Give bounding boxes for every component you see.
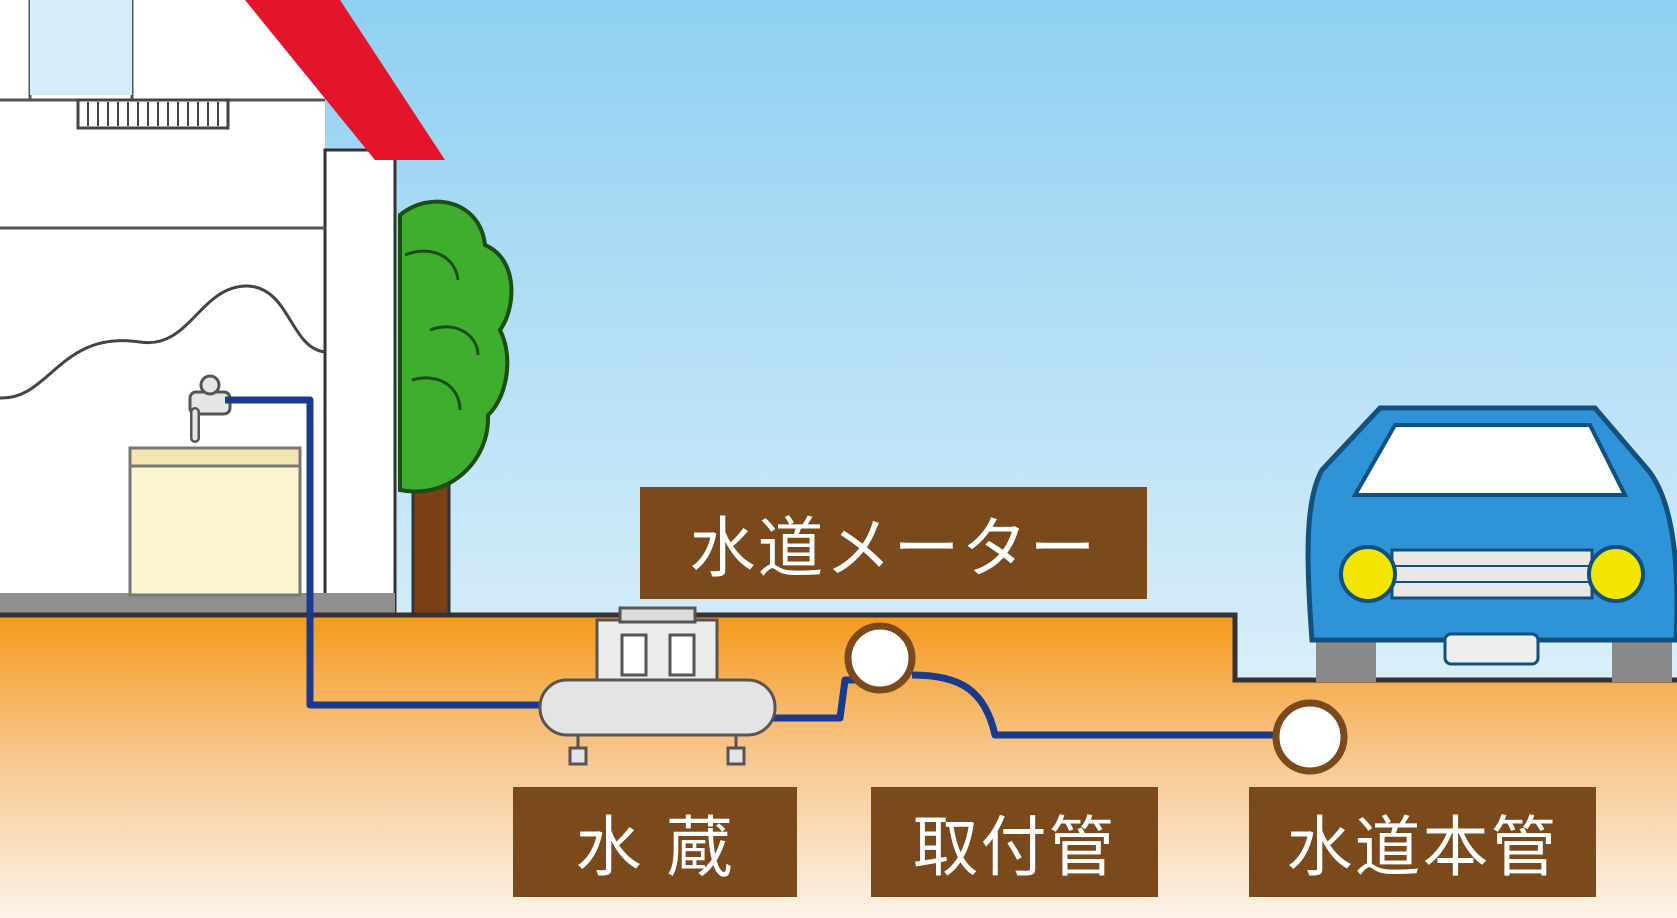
water-main-label: 水道本管 xyxy=(1249,787,1596,897)
service-pipe-text: 取付管 xyxy=(912,809,1117,886)
service-pipe-label: 取付管 xyxy=(871,787,1158,897)
water-main-text: 水道本管 xyxy=(1286,809,1559,886)
tree-icon xyxy=(398,199,514,617)
pipe-junction-icon xyxy=(1272,699,1348,775)
roof xyxy=(245,0,445,160)
water-tank-icon xyxy=(538,678,777,766)
water-tank-label: 水 蔵 xyxy=(513,787,797,897)
headlight xyxy=(1339,545,1397,603)
meter-box xyxy=(595,606,719,684)
pipe-junction-icon xyxy=(844,622,916,694)
water-meter-text: 水道メーター xyxy=(689,510,1098,587)
car-icon xyxy=(1305,405,1677,682)
house-icon xyxy=(0,0,445,617)
water-tank-text: 水 蔵 xyxy=(575,809,735,886)
faucet-icon xyxy=(188,374,232,443)
water-meter-label: 水道メーター xyxy=(640,487,1147,599)
sink-stand xyxy=(128,446,302,597)
headlight xyxy=(1587,545,1645,603)
